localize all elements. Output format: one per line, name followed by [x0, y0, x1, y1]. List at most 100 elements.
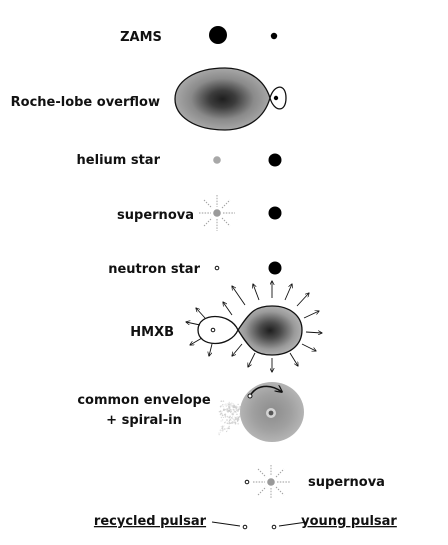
- hmxb-stellar-wind-arrows: [186, 281, 322, 372]
- ejecta-particle: [228, 419, 231, 422]
- ejecta-particle: [233, 404, 236, 407]
- ejecta-particle: [226, 415, 229, 418]
- ejecta-particle: [236, 420, 239, 422]
- roche-lobe-donor: [174, 67, 271, 131]
- ejecta-particle: [228, 425, 230, 428]
- common-envelope-core: [268, 410, 274, 416]
- ejecta-particle: [222, 416, 224, 419]
- ejecta-particle: [226, 429, 228, 431]
- ejecta-particle: [231, 413, 234, 415]
- ejecta-particle: [219, 410, 222, 413]
- label-zams: ZAMS: [120, 30, 162, 45]
- ejecta-particle: [237, 417, 240, 420]
- ejecta-particle: [223, 404, 225, 406]
- hmxb-neutron-star: [210, 327, 216, 333]
- ejecta-particle: [230, 420, 232, 422]
- recycled-pulsar: [242, 524, 248, 530]
- ejecta-particle: [230, 409, 232, 411]
- ejecta-particle: [234, 406, 236, 408]
- ejecta-particle: [223, 407, 225, 409]
- ejecta-particle: [235, 418, 238, 420]
- ejecta-particle: [227, 409, 229, 410]
- ejecta-particle: [230, 402, 233, 405]
- ejecta-particle: [238, 407, 241, 410]
- ejecta-particle: [228, 427, 231, 430]
- ejecta-particle: [221, 410, 223, 412]
- young-pulsar: [271, 524, 277, 530]
- label-supernova-2: supernova: [308, 475, 385, 490]
- ejecta-particle: [221, 429, 224, 432]
- ejecta-particle: [221, 414, 224, 417]
- ejecta-particle: [229, 403, 232, 405]
- supernova-1-core: [213, 209, 221, 217]
- ejecta-particle: [238, 416, 241, 418]
- ejecta-particle: [233, 418, 235, 420]
- ejecta-particle: [228, 410, 230, 411]
- recycled-pulsar-trail: [211, 521, 241, 527]
- ejecta-particle: [231, 414, 233, 416]
- ejecta-particle: [224, 415, 227, 417]
- ejecta-particle: [222, 409, 225, 411]
- ejecta-particle: [221, 420, 223, 422]
- supernova-2-burst-icon: [253, 465, 290, 499]
- ejecta-particle: [223, 428, 226, 430]
- ejecta-particle: [224, 422, 226, 424]
- ejecta-particle: [230, 416, 233, 419]
- ejecta-particle: [228, 405, 230, 407]
- ejecta-particle: [229, 418, 232, 420]
- label-hmxb: HMXB: [130, 325, 174, 340]
- ejecta-particle: [236, 413, 238, 416]
- supernova-1-burst-icon: [199, 195, 235, 231]
- ejecta-particle: [232, 405, 235, 407]
- helium-star: [213, 156, 221, 164]
- ejecta-particle: [227, 404, 229, 406]
- ejecta-particle: [221, 412, 223, 415]
- ejecta-particle: [222, 400, 225, 402]
- ejecta-particle: [233, 421, 236, 424]
- ejecta-particle: [233, 410, 236, 413]
- ejecta-particle: [239, 406, 241, 408]
- ejecta-particle: [227, 410, 229, 413]
- ejecta-particle: [220, 420, 222, 422]
- label-roche-lobe-overflow: Roche-lobe overflow: [11, 95, 160, 110]
- ejecta-particle: [228, 421, 230, 423]
- supernova-2-core: [267, 478, 275, 486]
- ejecta-particle: [222, 404, 224, 406]
- ejecta-particle: [231, 405, 234, 408]
- label-supernova-1: supernova: [117, 208, 194, 223]
- neutron-stage-companion: [268, 261, 282, 275]
- ejecta-particle: [230, 413, 232, 415]
- spiral-in-arrow: [249, 386, 282, 397]
- ejecta-particle: [232, 422, 235, 424]
- ejecta-particle: [237, 422, 240, 425]
- ejecta-particle: [220, 400, 223, 403]
- ejecta-particle: [225, 403, 227, 405]
- supernova-2-neutron-star: [244, 479, 250, 485]
- ejecta-particle: [229, 405, 231, 407]
- ejecta-particle: [228, 401, 230, 403]
- ejecta-particle: [220, 416, 223, 419]
- spiral-in-neutron-star: [247, 393, 253, 399]
- ejecta-particle: [220, 412, 223, 415]
- ejecta-particle: [232, 405, 234, 407]
- ejecta-particle: [226, 419, 228, 421]
- ejecta-particle: [228, 422, 231, 425]
- zams-primary-star: [209, 26, 227, 44]
- ejecta-particle: [234, 406, 237, 409]
- ejecta-particle: [223, 425, 225, 427]
- ejecta-particle: [221, 415, 224, 417]
- ejecta-particle: [226, 422, 229, 425]
- ejecta-particle: [218, 432, 220, 434]
- ejecta-particle: [219, 405, 222, 408]
- ejecta-particle: [232, 408, 235, 411]
- ejecta-particle: [227, 427, 229, 430]
- young-pulsar-trail: [278, 521, 308, 527]
- ejecta-particle: [218, 433, 220, 436]
- ejecta-particle: [232, 411, 235, 414]
- ejecta-particle: [225, 430, 228, 433]
- ejecta-particle: [224, 416, 226, 419]
- ejecta-particle: [227, 403, 229, 405]
- ejecta-particle: [219, 429, 222, 432]
- ejecta-particle: [221, 425, 224, 428]
- ejecta-particle: [232, 409, 235, 411]
